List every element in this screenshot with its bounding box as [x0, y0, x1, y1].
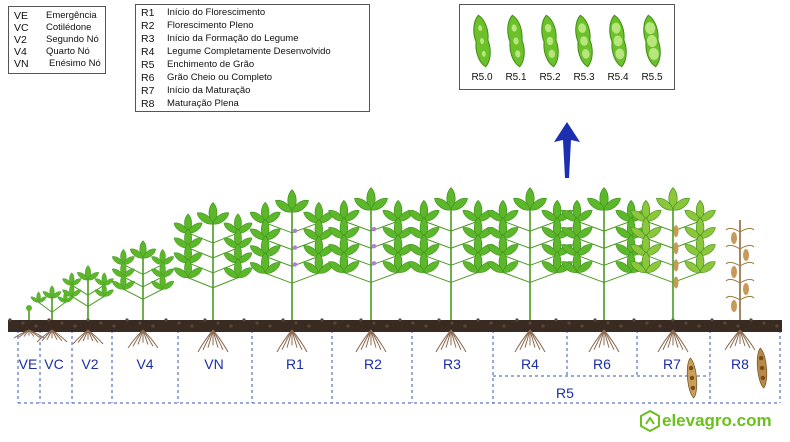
- stage-label-r4: R4: [521, 356, 539, 372]
- plant-r3: [408, 187, 494, 353]
- mature-pods: [686, 347, 768, 399]
- stage-label-r5: R5: [556, 385, 574, 401]
- stage-label-vn: VN: [204, 356, 224, 372]
- plant-v2: [62, 265, 114, 345]
- pod-label-r54: R5.4: [607, 72, 629, 83]
- brand-name: elevagro.com: [662, 411, 772, 430]
- elevagro-logo-icon: [640, 410, 660, 432]
- stage-label-ve: VE: [18, 356, 38, 372]
- plant-r6: [561, 187, 647, 353]
- plant-r8: [724, 220, 756, 351]
- pods-r5-box: R5.0 R5.1 R5.2 R5.3 R5.4 R5.5: [459, 4, 675, 90]
- soy-pod-icon: [541, 14, 559, 68]
- stage-label-r7: R7: [663, 356, 681, 372]
- soy-pod-icon: [609, 14, 627, 68]
- pod-label-r51: R5.1: [505, 72, 527, 83]
- plant-v4: [111, 240, 175, 349]
- stage-label-r2: R2: [364, 356, 382, 372]
- soy-pod-icon: [575, 14, 593, 68]
- up-arrow-icon: [554, 122, 580, 178]
- plant-vc: [30, 285, 74, 343]
- pod-label-r50: R5.0: [471, 72, 493, 83]
- stage-label-vc: VC: [44, 356, 64, 372]
- soy-pod-icon: [473, 14, 491, 68]
- pod-label-r55: R5.5: [641, 72, 663, 83]
- stage-grid: [17, 330, 781, 404]
- pods-illustration: [473, 14, 661, 68]
- soy-pod-icon: [643, 14, 661, 68]
- pod-label-r52: R5.2: [539, 72, 561, 83]
- stage-label-r8: R8: [731, 356, 749, 372]
- stage-label-r3: R3: [443, 356, 461, 372]
- stage-label-v2: V2: [81, 356, 99, 372]
- plant-ve: [13, 305, 45, 339]
- stage-label-v4: V4: [136, 356, 154, 372]
- soy-pod-icon: [507, 14, 525, 68]
- soil-layer: [8, 320, 782, 332]
- stage-label-r1: R1: [286, 356, 304, 372]
- plant-vn: [173, 201, 253, 353]
- pod-label-r53: R5.3: [573, 72, 595, 83]
- plant-r7: [630, 187, 716, 353]
- plant-r4: [487, 187, 573, 353]
- plant-r2: [328, 187, 414, 353]
- stage-label-r6: R6: [593, 356, 611, 372]
